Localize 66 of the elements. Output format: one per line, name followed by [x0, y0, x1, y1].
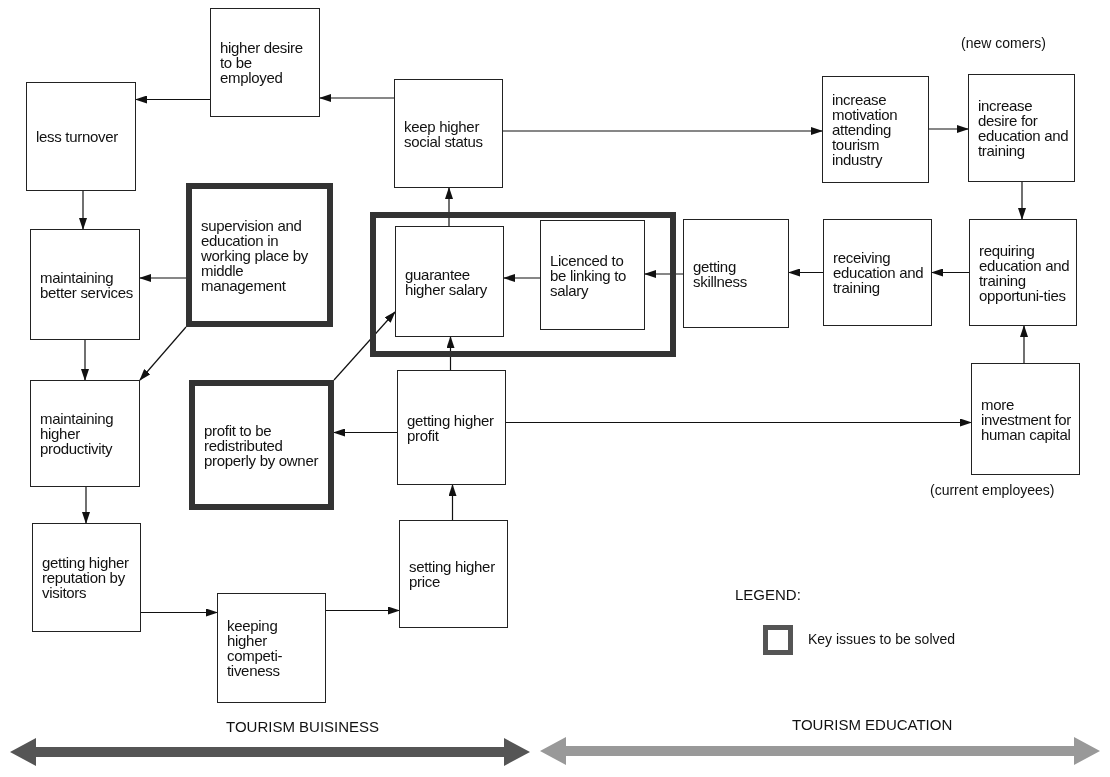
- process-box: [217, 593, 326, 703]
- box-text: receiving education and training: [833, 250, 925, 295]
- arrow: [445, 187, 453, 227]
- box-text: keep higher social status: [404, 118, 484, 149]
- box-text: profit to be redistributed properly by owner: [204, 422, 320, 468]
- box-text: maintaining better services: [40, 269, 134, 300]
- process-box: [394, 79, 503, 188]
- process-box: [822, 76, 929, 183]
- arrow: [446, 336, 455, 371]
- box-text: requiring education and training opportuni-ties: [979, 242, 1071, 303]
- box-text: higher desire to be employed: [220, 40, 304, 85]
- arrow: [505, 418, 972, 427]
- box-text: keeping higher competi-tiveness: [227, 618, 284, 678]
- arrow: [788, 268, 824, 277]
- arrow: [319, 94, 395, 102]
- arrow: [333, 311, 396, 381]
- key-issue-box: [186, 183, 333, 327]
- box-text: getting higher reputation by visitors: [42, 555, 130, 600]
- arrow: [1020, 325, 1028, 364]
- box-text: Licenced to be linking to salary: [550, 252, 628, 298]
- box-note: (current employees): [930, 482, 1055, 498]
- box-text: maintaining higher productivity: [40, 411, 115, 456]
- box-text: getting skillness: [693, 258, 748, 289]
- arrow: [448, 484, 457, 521]
- arrow: [325, 606, 400, 615]
- process-box: [26, 82, 136, 191]
- process-box: [397, 370, 506, 485]
- arrow: [503, 274, 541, 282]
- process-box: [30, 229, 140, 340]
- process-box: [399, 520, 508, 628]
- box-text: getting higher profit: [407, 412, 495, 443]
- process-box: [969, 219, 1077, 326]
- arrow: [82, 486, 90, 524]
- section-label: TOURISM BUISINESS: [226, 718, 380, 735]
- arrow: [139, 274, 187, 282]
- process-box: [210, 8, 320, 117]
- process-box: [823, 219, 932, 326]
- process-box: [395, 226, 504, 337]
- arrow: [502, 127, 823, 135]
- arrow: [140, 608, 218, 617]
- box-note: (new comers): [961, 35, 1046, 51]
- arrow: [139, 326, 187, 381]
- arrow: [333, 428, 398, 437]
- process-box: [32, 523, 141, 632]
- key-issue-box: [189, 380, 334, 510]
- arrow: [1018, 181, 1026, 220]
- legend-title: LEGEND:: [735, 586, 801, 603]
- box-text: guarantee higher salary: [405, 266, 488, 297]
- box-text: increase motivation attending tourism industry: [832, 92, 899, 167]
- arrow: [931, 268, 970, 277]
- box-text: more investment for human capital: [981, 396, 1072, 442]
- legend-text: Key issues to be solved: [808, 631, 956, 647]
- arrow: [928, 125, 969, 133]
- group-box: [370, 212, 676, 357]
- process-box: [30, 380, 140, 487]
- box-text: setting higher price: [409, 559, 496, 589]
- section-label: TOURISM EDUCATION: [792, 716, 953, 733]
- box-text: supervision and education in working place by middle management: [201, 217, 309, 293]
- box-text: less turnover: [36, 129, 119, 144]
- arrow: [81, 339, 89, 381]
- arrow: [135, 95, 211, 104]
- process-box: [540, 220, 645, 330]
- process-box: [683, 219, 789, 328]
- arrow: [644, 270, 684, 278]
- box-text: increase desire for education and training: [978, 98, 1069, 158]
- arrow: [79, 190, 87, 230]
